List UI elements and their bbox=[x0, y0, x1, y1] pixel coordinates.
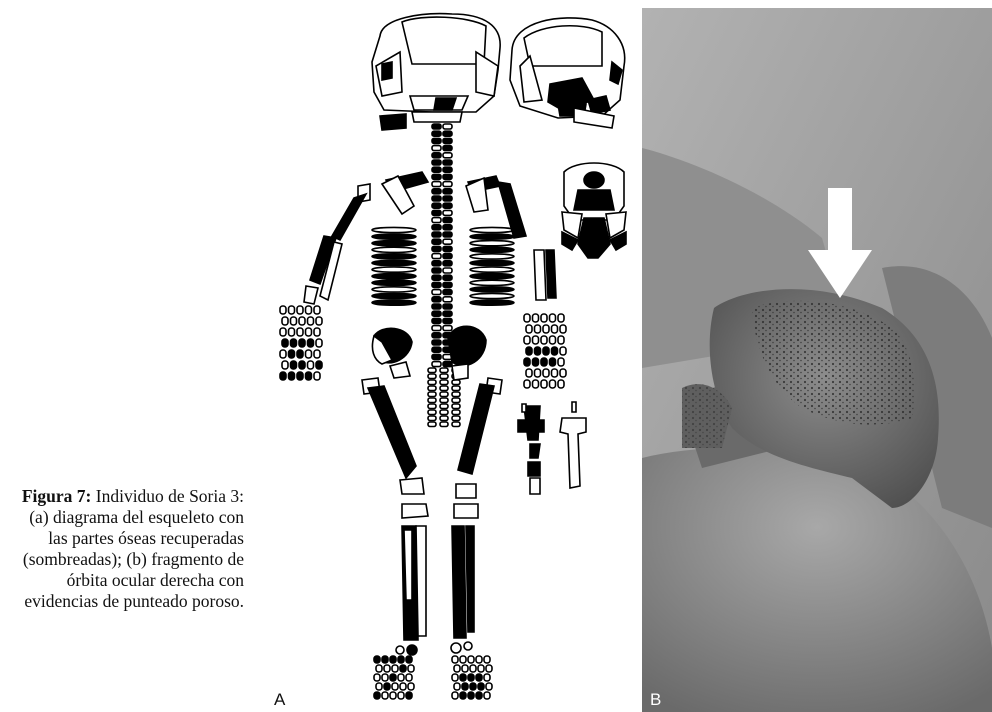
foot-bones-right bbox=[451, 642, 492, 699]
skeleton-diagram bbox=[262, 0, 642, 712]
skull-front-view bbox=[372, 14, 500, 130]
figure-caption: Figura 7: Individuo de Soria 3: (a) diag… bbox=[6, 486, 244, 612]
panel-b-label: B bbox=[650, 690, 661, 710]
skull-lateral-view bbox=[510, 18, 625, 128]
orbit-fragment-photo bbox=[642, 8, 992, 712]
hand-bones-left bbox=[280, 306, 322, 380]
left-leg bbox=[368, 386, 428, 640]
hand-bones-right bbox=[524, 314, 566, 388]
foot-bones-left bbox=[374, 645, 417, 699]
figure-label: Figura 7: bbox=[22, 486, 92, 506]
left-arm bbox=[304, 184, 370, 304]
cranial-base-diagram bbox=[562, 163, 626, 258]
vertebral-column bbox=[428, 124, 460, 427]
panel-a-label: A bbox=[274, 690, 285, 710]
isolated-bones bbox=[518, 402, 586, 494]
